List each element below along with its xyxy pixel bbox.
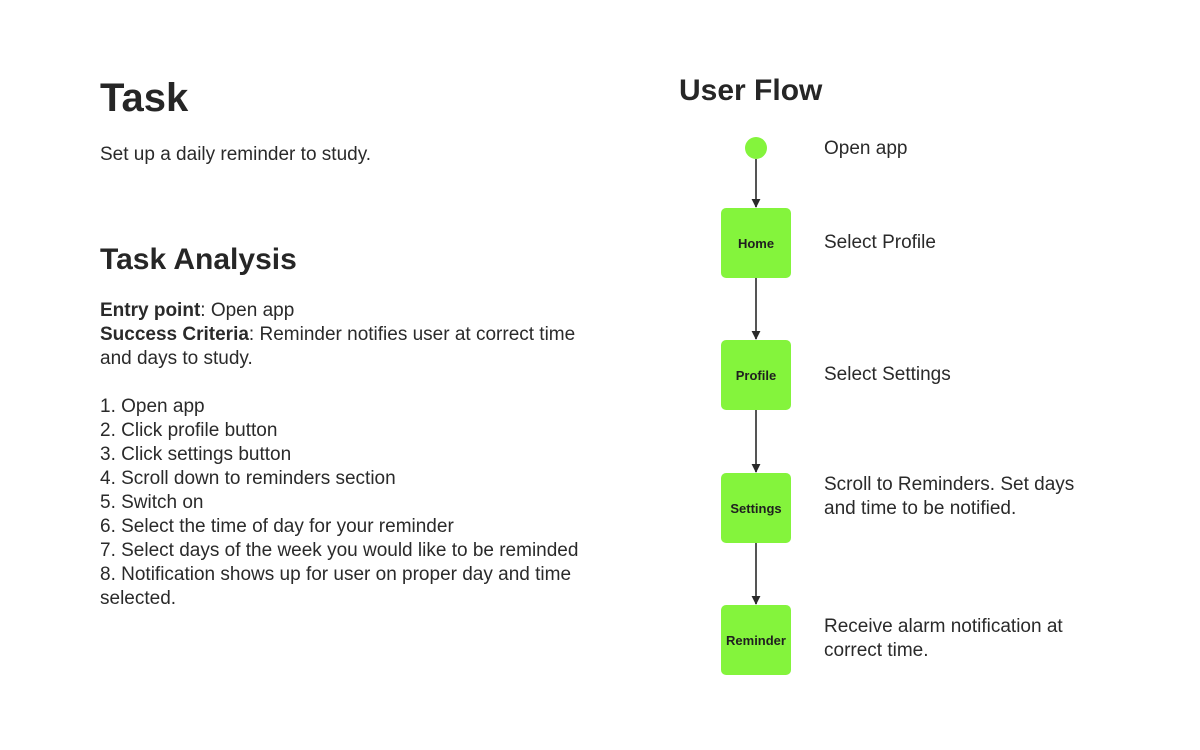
- task-analysis-title: Task Analysis: [100, 243, 297, 276]
- entry-point-label: Entry point: [100, 300, 201, 321]
- flow-step-description: Select Settings: [824, 364, 951, 385]
- task-analysis-body: Entry point: Open app Success Criteria: …: [100, 299, 590, 630]
- step-item: 7. Select days of the week you would lik…: [100, 540, 579, 561]
- flow-node-settings: [721, 473, 791, 543]
- flow-node-home: [721, 208, 791, 278]
- success-criteria-value: : Reminder notifies user at correct time…: [100, 324, 576, 369]
- step-item: 6. Select the time of day for your remin…: [100, 516, 454, 537]
- flow-node-reminder: [721, 605, 791, 675]
- flow-node-label: Home: [737, 236, 775, 251]
- success-criteria-label: Success Criteria: [100, 324, 249, 345]
- step-item: 8. Notification shows up for user on pro…: [100, 564, 572, 609]
- flow-step-description: Scroll to Reminders. Set days and time t…: [824, 474, 1075, 519]
- flow-step-description: Receive alarm notification at correct ti…: [824, 616, 1063, 661]
- success-criteria: Success Criteria: Reminder notifies user…: [100, 323, 590, 371]
- flow-step-description: Select Profile: [824, 232, 936, 253]
- step-item: 5. Switch on: [100, 492, 204, 513]
- entry-point-value: : Open app: [200, 300, 295, 321]
- steps-list: 1. Open app 2. Click profile button 3. C…: [100, 395, 590, 611]
- entry-point: Entry point: Open app: [100, 299, 590, 323]
- user-flow-title: User Flow: [679, 74, 823, 107]
- start-node: [745, 137, 767, 159]
- flow-node-label: Reminder: [726, 633, 786, 648]
- step-item: 4. Scroll down to reminders section: [100, 468, 396, 489]
- step-item: 1. Open app: [100, 396, 205, 417]
- step-item: 2. Click profile button: [100, 420, 278, 441]
- task-title: Task: [100, 76, 189, 120]
- flow-node-label: Profile: [735, 368, 777, 383]
- flow-node-profile: [721, 340, 791, 410]
- flow-start-description: Open app: [824, 138, 908, 159]
- step-item: 3. Click settings button: [100, 444, 292, 465]
- flow-node-label: Settings: [730, 501, 782, 516]
- task-description: Set up a daily reminder to study.: [100, 144, 372, 165]
